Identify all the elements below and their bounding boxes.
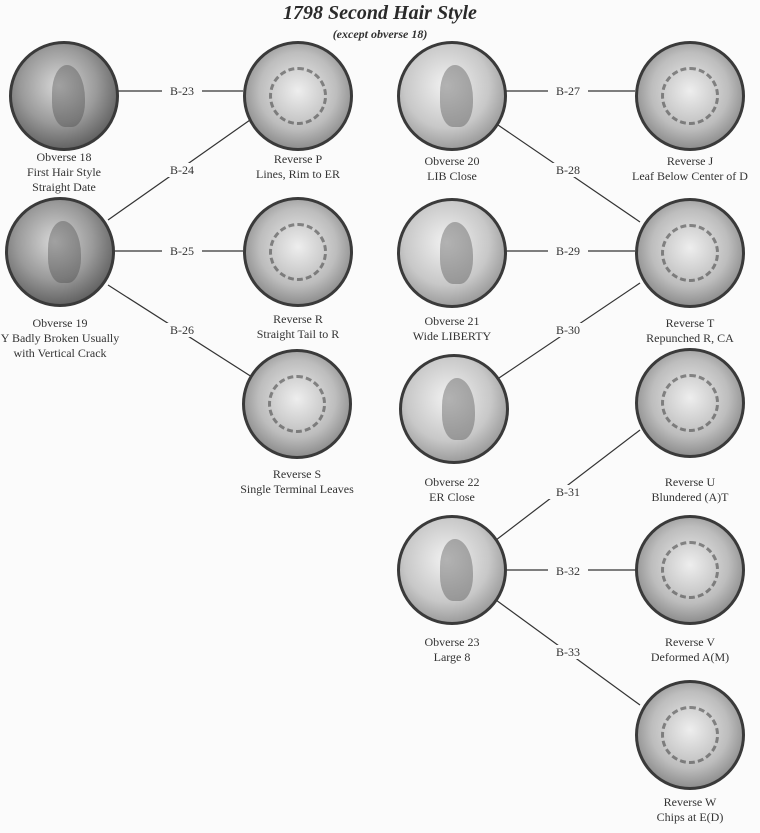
caption-line: Reverse W [663, 795, 717, 809]
caption-line: Reverse P [273, 152, 323, 166]
bust-image [51, 64, 85, 128]
wreath-image [660, 540, 720, 600]
coin-obverse-18 [9, 41, 119, 151]
coin-reverse-s [242, 349, 352, 459]
variety-b32: B-32 [548, 564, 588, 578]
caption-line: Wide LIBERTY [412, 329, 492, 343]
caption-obverse-23: Obverse 23 Large 8 [352, 635, 552, 665]
caption-reverse-r: Reverse R Straight Tail to R [198, 312, 398, 342]
coin-obverse-23 [397, 515, 507, 625]
caption-line: Obverse 18 [36, 150, 92, 164]
caption-obverse-18: Obverse 18 First Hair Style Straight Dat… [0, 150, 164, 195]
coin-reverse-j [635, 41, 745, 151]
coin-obverse-21 [397, 198, 507, 308]
variety-b28: B-28 [548, 163, 588, 177]
caption-line: Obverse 23 [424, 635, 480, 649]
bust-image [441, 377, 475, 441]
caption-line: Obverse 22 [424, 475, 480, 489]
caption-obverse-19: Obverse 19 Y Badly Broken Usually with V… [0, 316, 160, 361]
caption-line: Chips at E(D) [656, 810, 724, 824]
variety-b25: B-25 [162, 244, 202, 258]
caption-line: with Vertical Crack [13, 346, 107, 360]
variety-b33: B-33 [548, 645, 588, 659]
wreath-image [268, 222, 328, 282]
caption-line: LIB Close [427, 169, 477, 183]
wreath-image [660, 705, 720, 765]
caption-line: Straight Tail to R [256, 327, 340, 341]
bust-image [439, 538, 473, 602]
caption-line: Reverse V [664, 635, 716, 649]
coin-reverse-r [243, 197, 353, 307]
coin-obverse-22 [399, 354, 509, 464]
wreath-image [660, 66, 720, 126]
caption-line: Lines, Rim to ER [256, 167, 340, 181]
caption-line: Obverse 21 [424, 314, 480, 328]
variety-b27: B-27 [548, 84, 588, 98]
coin-reverse-t [635, 198, 745, 308]
caption-line: Reverse S [272, 467, 322, 481]
caption-obverse-20: Obverse 20 LIB Close [352, 154, 552, 184]
variety-b24: B-24 [162, 163, 202, 177]
variety-b23: B-23 [162, 84, 202, 98]
wreath-image [660, 373, 720, 433]
variety-b31: B-31 [548, 485, 588, 499]
caption-line: Repunched R, CA [646, 331, 734, 345]
caption-line: Reverse J [666, 154, 714, 168]
caption-reverse-u: Reverse U Blundered (A)T [590, 475, 760, 505]
caption-line: Large 8 [433, 650, 471, 664]
wreath-image [267, 374, 327, 434]
caption-reverse-v: Reverse V Deformed A(M) [590, 635, 760, 665]
caption-reverse-t: Reverse T Repunched R, CA [590, 316, 760, 346]
caption-line: Reverse R [273, 312, 323, 326]
coin-reverse-u [635, 348, 745, 458]
variety-b29: B-29 [548, 244, 588, 258]
coin-reverse-v [635, 515, 745, 625]
wreath-image [660, 223, 720, 283]
caption-reverse-w: Reverse W Chips at E(D) [590, 795, 760, 825]
bust-image [47, 220, 81, 284]
caption-line: ER Close [429, 490, 475, 504]
variety-b26: B-26 [162, 323, 202, 337]
diagram-title: 1798 Second Hair Style [283, 2, 477, 24]
coin-obverse-20 [397, 41, 507, 151]
bust-image [439, 64, 473, 128]
caption-reverse-s: Reverse S Single Terminal Leaves [197, 467, 397, 497]
caption-line: Y Badly Broken Usually [0, 331, 120, 345]
caption-reverse-p: Reverse P Lines, Rim to ER [198, 152, 398, 182]
coin-reverse-w [635, 680, 745, 790]
caption-obverse-21: Obverse 21 Wide LIBERTY [352, 314, 552, 344]
variety-b30: B-30 [548, 323, 588, 337]
caption-reverse-j: Reverse J Leaf Below Center of D [590, 154, 760, 184]
caption-line: Obverse 20 [424, 154, 480, 168]
caption-obverse-22: Obverse 22 ER Close [352, 475, 552, 505]
caption-line: Blundered (A)T [651, 490, 729, 504]
caption-line: Single Terminal Leaves [240, 482, 354, 496]
coin-obverse-19 [5, 197, 115, 307]
caption-line: Deformed A(M) [650, 650, 730, 664]
caption-line: Obverse 19 [32, 316, 88, 330]
caption-line: First Hair Style [27, 165, 101, 179]
coin-reverse-p [243, 41, 353, 151]
caption-line: Leaf Below Center of D [632, 169, 748, 183]
bust-image [439, 221, 473, 285]
caption-line: Reverse U [664, 475, 716, 489]
caption-line: Reverse T [665, 316, 715, 330]
wreath-image [268, 66, 328, 126]
caption-line: Straight Date [32, 180, 96, 194]
diagram-subtitle: (except obverse 18) [332, 27, 428, 41]
